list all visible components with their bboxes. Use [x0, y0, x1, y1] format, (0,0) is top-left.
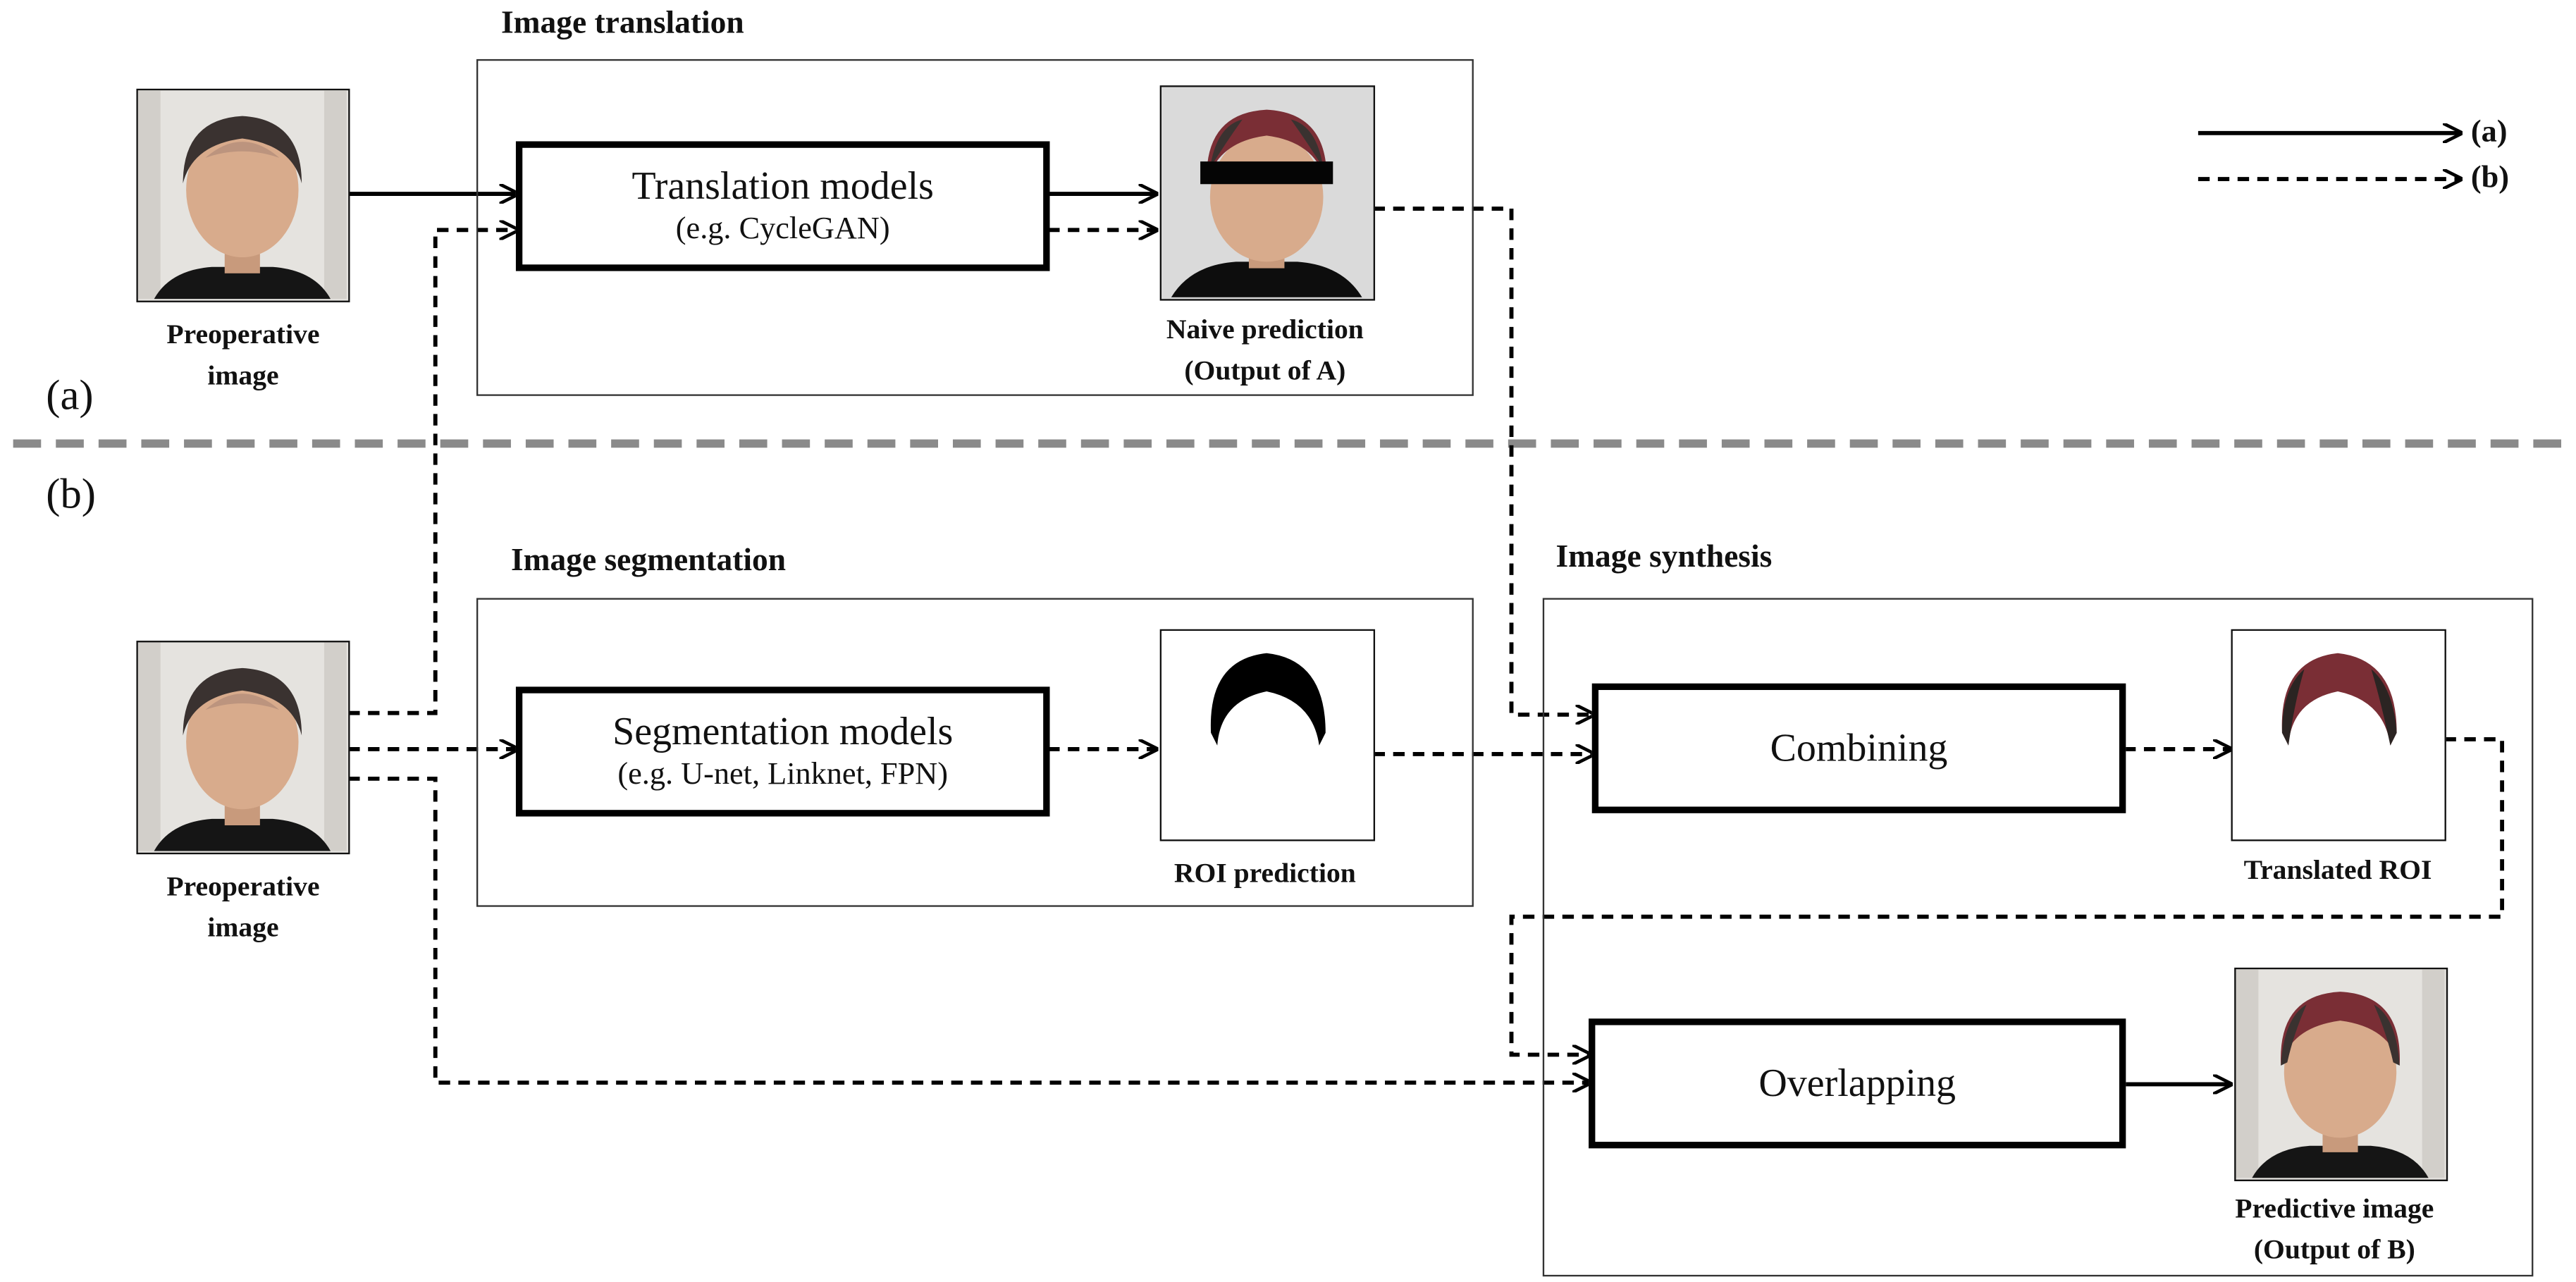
translation-models-box: Translation models (e.g. CycleGAN) [515, 141, 1050, 271]
legend-label-a: (a) [2470, 115, 2508, 150]
arrow-translated-to-overlapping [1509, 737, 2505, 1055]
naive-prediction-image [1159, 85, 1376, 301]
roi-prediction-image [1159, 629, 1376, 842]
translation-models-title: Translation models [631, 165, 934, 208]
part-label-b: (b) [46, 469, 96, 518]
caption-preoperative-top: Preoperative image [166, 319, 320, 391]
combining-title: Combining [1770, 727, 1948, 770]
arrow-preop-b-to-translation [348, 230, 517, 715]
predictive-image [2234, 967, 2448, 1181]
legend-label-b: (b) [2470, 161, 2509, 196]
caption-preoperative-bottom: Preoperative image [166, 870, 320, 943]
segmentation-section [476, 598, 1474, 907]
arrow-preop-to-overlapping [348, 776, 1590, 1083]
arrow-naive-to-combining [1373, 207, 1594, 715]
section-title-translation: Image translation [500, 6, 744, 42]
preoperative-image-bottom [136, 641, 350, 855]
segmentation-models-title: Segmentation models [612, 710, 954, 753]
combining-box: Combining [1591, 683, 2126, 813]
part-label-a: (a) [46, 371, 94, 419]
segmentation-models-box: Segmentation models (e.g. U-net, Linknet… [515, 686, 1050, 817]
overlapping-title: Overlapping [1758, 1061, 1956, 1105]
segmentation-models-example: (e.g. U-net, Linknet, FPN) [617, 756, 949, 791]
translation-models-example: (e.g. CycleGAN) [675, 211, 890, 246]
caption-roi-prediction: ROI prediction [1173, 857, 1356, 889]
section-title-synthesis: Image synthesis [1555, 540, 1773, 575]
section-title-segmentation: Image segmentation [510, 543, 787, 579]
synthesis-section [1542, 598, 2534, 1277]
translation-section [476, 58, 1474, 396]
overlapping-box: Overlapping [1589, 1018, 2126, 1149]
caption-predictive-image: Predictive image (Output of B) [2235, 1192, 2434, 1265]
preoperative-image-top [136, 88, 350, 302]
caption-naive-prediction: Naive prediction (Output of A) [1166, 314, 1364, 386]
caption-translated-roi: Translated ROI [2243, 854, 2432, 886]
translated-roi-image [2231, 629, 2446, 842]
